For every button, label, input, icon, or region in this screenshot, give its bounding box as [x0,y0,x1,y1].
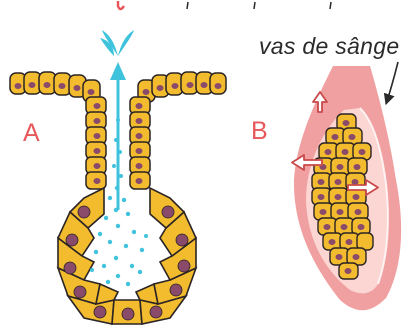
endocrine-gland-b [292,62,401,310]
arrow-up-icon [110,62,126,210]
droplet-icon [100,30,134,56]
secretory-acinus [58,188,196,324]
duct-wall-right [130,97,150,189]
surface-epithelium-left [10,72,100,102]
blood-vessel-label: vas de sânge [259,33,399,60]
label-gland-a: A [23,119,40,148]
label-gland-b: B [251,117,268,146]
surface-epithelium-right [138,72,226,102]
duct-wall-left [86,97,106,189]
clipped-header-marks [118,1,124,9]
pointer-arrow-icon [386,62,398,104]
